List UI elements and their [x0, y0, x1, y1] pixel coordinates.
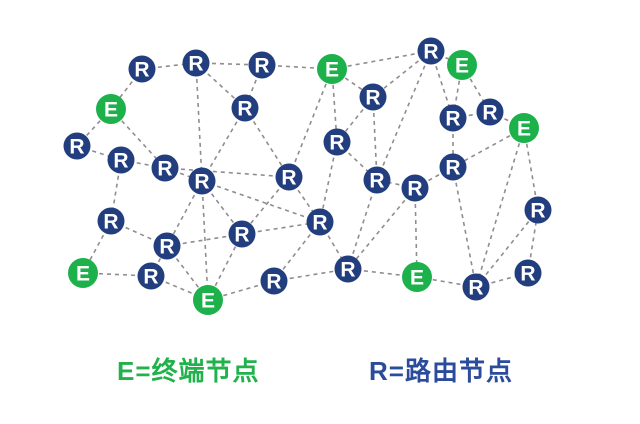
router-node — [182, 49, 210, 77]
router-node — [275, 163, 303, 191]
router-node — [97, 207, 125, 235]
router-node — [128, 55, 156, 83]
router-node — [359, 83, 387, 111]
router-node — [439, 153, 467, 181]
router-node — [248, 51, 276, 79]
router-node — [476, 98, 504, 126]
end-node — [402, 262, 432, 292]
router-node — [524, 196, 552, 224]
router-node — [188, 167, 216, 195]
network-edge — [452, 111, 491, 119]
router-node — [462, 273, 490, 301]
network-edge — [376, 50, 432, 181]
network-edge — [201, 107, 246, 182]
router-node — [260, 267, 288, 295]
router-node — [228, 220, 256, 248]
end-node — [447, 50, 477, 80]
network-edge — [195, 62, 203, 182]
end-node — [509, 113, 539, 143]
router-node — [231, 94, 259, 122]
router-node — [107, 146, 135, 174]
network-edge — [288, 68, 333, 178]
end-node — [96, 94, 126, 124]
end-node — [317, 54, 347, 84]
network-edge — [372, 96, 378, 181]
network-edge — [201, 180, 321, 223]
end-node — [193, 285, 223, 315]
router-node — [363, 166, 391, 194]
router-node — [439, 104, 467, 132]
network-edge — [164, 167, 290, 178]
router-node — [514, 259, 542, 287]
network-edge — [452, 166, 477, 288]
router-node — [153, 232, 181, 260]
network-edge — [430, 50, 463, 66]
network-edge — [347, 187, 416, 270]
network-edge — [244, 107, 290, 178]
router-node — [63, 132, 91, 160]
network-edge — [452, 127, 525, 168]
network-edge — [489, 111, 525, 129]
network-edge — [150, 245, 168, 277]
router-node — [137, 262, 165, 290]
network-edge — [201, 180, 209, 301]
router-node — [151, 154, 179, 182]
network-edge — [347, 179, 378, 270]
network-edge — [523, 127, 539, 211]
router-node — [417, 37, 445, 65]
router-node — [306, 208, 334, 236]
network-edge — [475, 127, 525, 288]
router-node — [323, 128, 351, 156]
network-edge — [319, 141, 338, 223]
end-node — [68, 258, 98, 288]
network-edge — [475, 209, 539, 288]
router-node — [401, 174, 429, 202]
network-edge — [331, 50, 432, 70]
router-node — [334, 255, 362, 283]
